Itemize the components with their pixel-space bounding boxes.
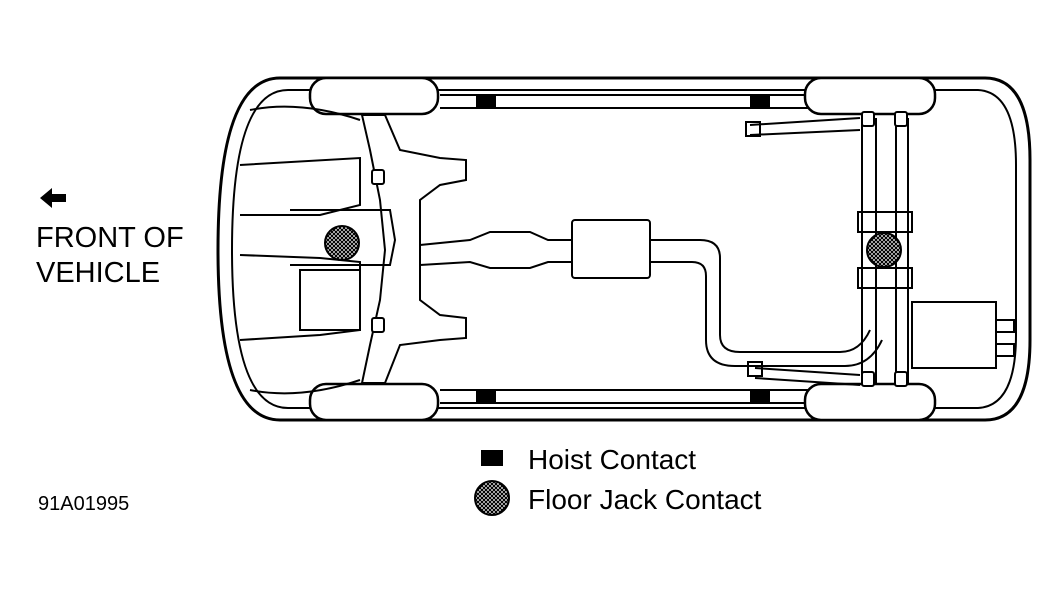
rear-right-tire: [803, 382, 937, 422]
side-rails: [440, 94, 820, 404]
front-subframe: [239, 105, 467, 395]
vehicle-body-outline: [216, 76, 1032, 422]
hoist-contact-points: [476, 94, 770, 404]
hoist-contact-rear-right: [750, 390, 770, 404]
muffler: [571, 219, 651, 279]
floor-jack-contact-points: [324, 225, 902, 268]
filled-square-icon: [481, 450, 503, 466]
exhaust-system: [419, 219, 883, 367]
legend: Hoist Contact Floor Jack Contact: [474, 444, 762, 516]
tires: [308, 76, 937, 422]
floor-jack-contact-front: [324, 225, 360, 261]
hoist-contact-rear-left: [750, 94, 770, 108]
front-left-tire: [308, 76, 440, 116]
hoist-contact-front-right: [476, 390, 496, 404]
legend-floor-jack-label: Floor Jack Contact: [528, 484, 762, 515]
direction-label-line1: FRONT OF: [36, 222, 184, 254]
arrow-left-icon: [40, 188, 66, 208]
direction-label-line2: VEHICLE: [36, 257, 160, 289]
fuel-tank: [911, 301, 997, 369]
rear-left-tire: [803, 76, 937, 116]
figure-id: 91A01995: [38, 493, 129, 515]
floor-jack-contact-rear: [866, 232, 902, 268]
hoist-contact-front-left: [476, 94, 496, 108]
legend-hoist-label: Hoist Contact: [528, 444, 696, 475]
front-mounts: [371, 111, 908, 387]
crosshatched-circle-icon: [474, 480, 510, 516]
rear-axle: [745, 117, 1015, 386]
